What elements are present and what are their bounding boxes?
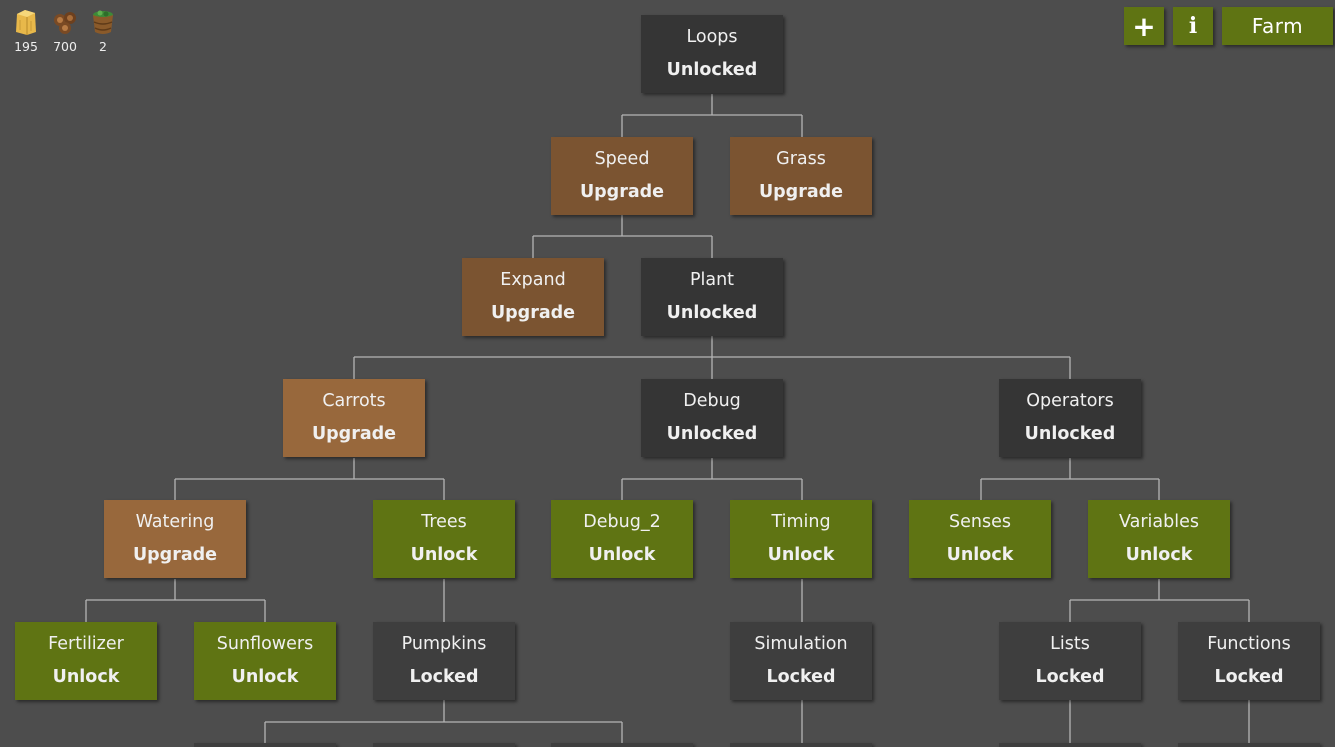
wood-icon [54, 12, 76, 34]
node-state: Unlock [410, 545, 478, 565]
node-name: Simulation [754, 634, 848, 654]
node-state: Unlock [588, 545, 656, 565]
farm-button[interactable]: Farm [1222, 7, 1333, 45]
node-state: Unlock [946, 545, 1014, 565]
node-state: Upgrade [490, 303, 576, 323]
node-state: Unlock [52, 667, 120, 687]
node-offscreen[interactable] [551, 743, 693, 747]
node-expand[interactable]: Expand Upgrade [462, 258, 604, 336]
hay-count: 195 [14, 39, 38, 54]
node-sunflowers[interactable]: Sunflowers Unlock [194, 622, 336, 700]
node-state: Unlock [231, 667, 299, 687]
wood-count: 700 [53, 39, 77, 54]
resource-hay: 195 [9, 8, 43, 54]
carrot-count: 2 [99, 39, 107, 54]
node-name: Trees [421, 512, 467, 532]
node-name: Expand [500, 270, 566, 290]
node-name: Carrots [322, 391, 386, 411]
node-state: Unlocked [1024, 424, 1116, 444]
node-name: Senses [949, 512, 1011, 532]
node-simulation[interactable]: Simulation Locked [730, 622, 872, 700]
node-state: Upgrade [758, 182, 844, 202]
node-debug[interactable]: Debug Unlocked [641, 379, 783, 457]
node-pumpkins[interactable]: Pumpkins Locked [373, 622, 515, 700]
node-name: Functions [1207, 634, 1291, 654]
node-operators[interactable]: Operators Unlocked [999, 379, 1141, 457]
node-name: Grass [776, 149, 826, 169]
add-button[interactable]: + [1124, 7, 1164, 45]
node-name: Speed [594, 149, 650, 169]
node-name: Timing [771, 512, 831, 532]
node-name: Watering [135, 512, 215, 532]
node-state: Unlocked [666, 424, 758, 444]
node-name: Loops [686, 27, 738, 47]
node-senses[interactable]: Senses Unlock [909, 500, 1051, 578]
node-grass[interactable]: Grass Upgrade [730, 137, 872, 215]
node-offscreen[interactable] [730, 743, 872, 747]
node-watering[interactable]: Watering Upgrade [104, 500, 246, 578]
info-button[interactable]: i [1173, 7, 1213, 45]
node-state: Unlocked [666, 303, 758, 323]
hay-icon [16, 10, 36, 35]
node-offscreen[interactable] [194, 743, 336, 747]
node-debug-2[interactable]: Debug_2 Unlock [551, 500, 693, 578]
node-state: Unlock [767, 545, 835, 565]
node-fertilizer[interactable]: Fertilizer Unlock [15, 622, 157, 700]
node-name: Debug_2 [583, 512, 661, 532]
node-offscreen[interactable] [999, 743, 1141, 747]
node-name: Sunflowers [216, 634, 314, 654]
node-state: Locked [409, 667, 479, 687]
node-state: Unlock [1125, 545, 1193, 565]
node-name: Operators [1026, 391, 1114, 411]
node-offscreen[interactable] [1178, 743, 1320, 747]
node-plant[interactable]: Plant Unlocked [641, 258, 783, 336]
node-state: Locked [1214, 667, 1284, 687]
resource-wood: 700 [48, 8, 82, 54]
node-state: Upgrade [579, 182, 665, 202]
node-functions[interactable]: Functions Locked [1178, 622, 1320, 700]
node-offscreen[interactable] [373, 743, 515, 747]
carrot-barrel-icon [93, 10, 113, 34]
node-state: Unlocked [666, 60, 758, 80]
node-name: Variables [1119, 512, 1199, 532]
node-variables[interactable]: Variables Unlock [1088, 500, 1230, 578]
node-name: Debug [683, 391, 741, 411]
node-state: Upgrade [311, 424, 397, 444]
node-name: Lists [1050, 634, 1090, 654]
node-name: Pumpkins [401, 634, 487, 654]
resource-carrot: 2 [86, 8, 120, 54]
node-loops[interactable]: Loops Unlocked [641, 15, 783, 93]
node-name: Fertilizer [48, 634, 124, 654]
node-lists[interactable]: Lists Locked [999, 622, 1141, 700]
node-speed[interactable]: Speed Upgrade [551, 137, 693, 215]
node-state: Locked [766, 667, 836, 687]
node-name: Plant [689, 270, 735, 290]
node-state: Upgrade [132, 545, 218, 565]
node-carrots[interactable]: Carrots Upgrade [283, 379, 425, 457]
node-trees[interactable]: Trees Unlock [373, 500, 515, 578]
node-timing[interactable]: Timing Unlock [730, 500, 872, 578]
node-state: Locked [1035, 667, 1105, 687]
